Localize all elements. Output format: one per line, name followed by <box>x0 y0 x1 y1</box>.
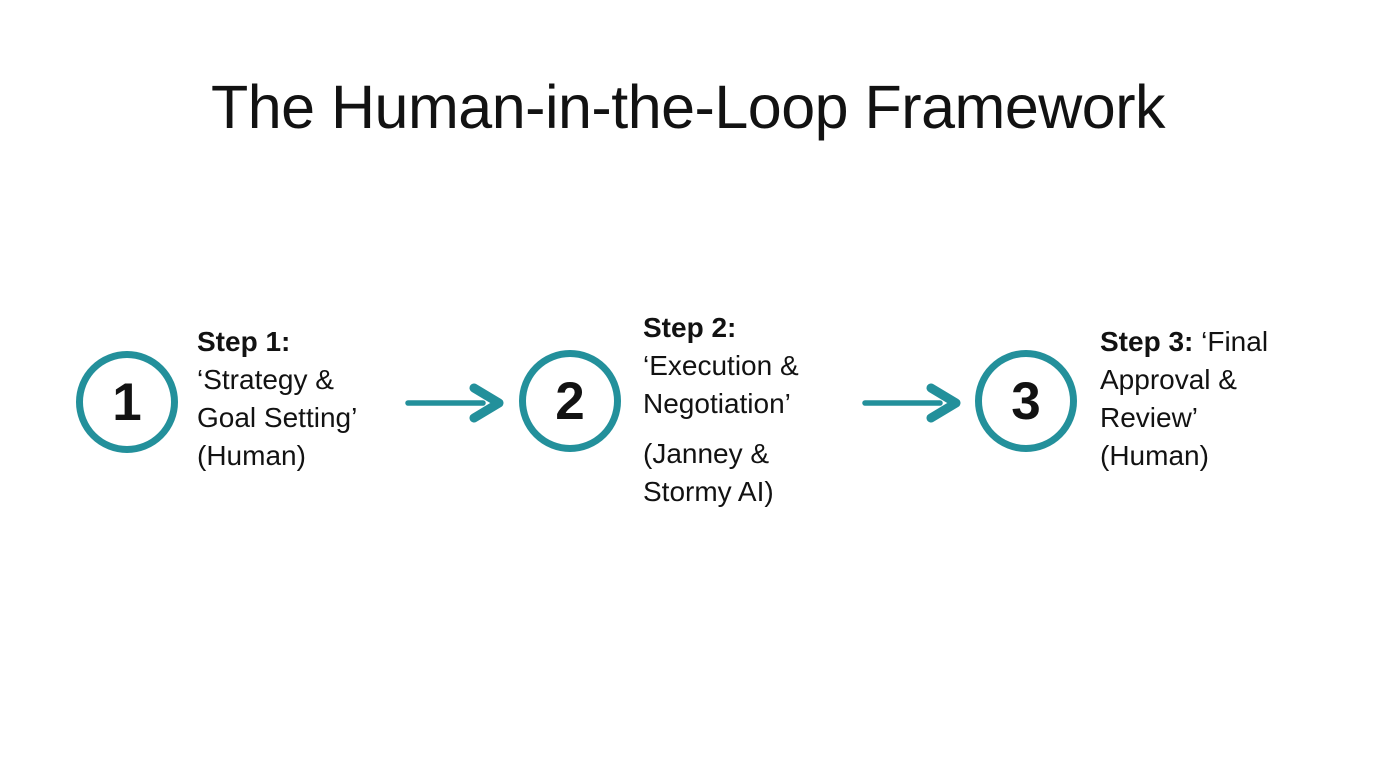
step-1-number: 1 <box>112 372 142 432</box>
step-2-heading-bold: Step 2: <box>643 312 737 343</box>
step-1-circle: 1 <box>76 351 178 453</box>
step-3-circle: 3 <box>975 350 1077 452</box>
step-2-body-secondary: (Janney & Stormy AI) <box>643 438 774 507</box>
step-3-heading-bold: Step 3: <box>1100 326 1194 357</box>
step-1-text: Step 1: ‘Strategy & Goal Setting’ (Human… <box>197 323 412 475</box>
step-2-body: ‘Execution & Negotiation’ <box>643 350 799 419</box>
step-2-text: Step 2: ‘Execution & Negotiation’ (Janne… <box>643 309 858 511</box>
page-title: The Human-in-the-Loop Framework <box>210 73 1166 141</box>
step-2-number: 2 <box>555 371 585 431</box>
step-3-heading-rest: ‘Final <box>1193 326 1269 357</box>
step-1-heading: Step 1: <box>197 323 412 361</box>
arrow-right-icon <box>404 383 510 423</box>
step-3-body: Approval & Review’ (Human) <box>1100 364 1237 471</box>
step-2-circle: 2 <box>519 350 621 452</box>
step-1-body: ‘Strategy & Goal Setting’ (Human) <box>197 364 358 471</box>
step-3-text: Step 3: ‘Final Approval & Review’ (Human… <box>1100 323 1315 475</box>
step-1-heading-bold: Step 1: <box>197 326 291 357</box>
step-3-heading: Step 3: ‘Final <box>1100 323 1315 361</box>
arrow-right-icon <box>861 383 967 423</box>
step-3-number: 3 <box>1011 371 1041 431</box>
step-2-heading: Step 2: <box>643 309 858 347</box>
